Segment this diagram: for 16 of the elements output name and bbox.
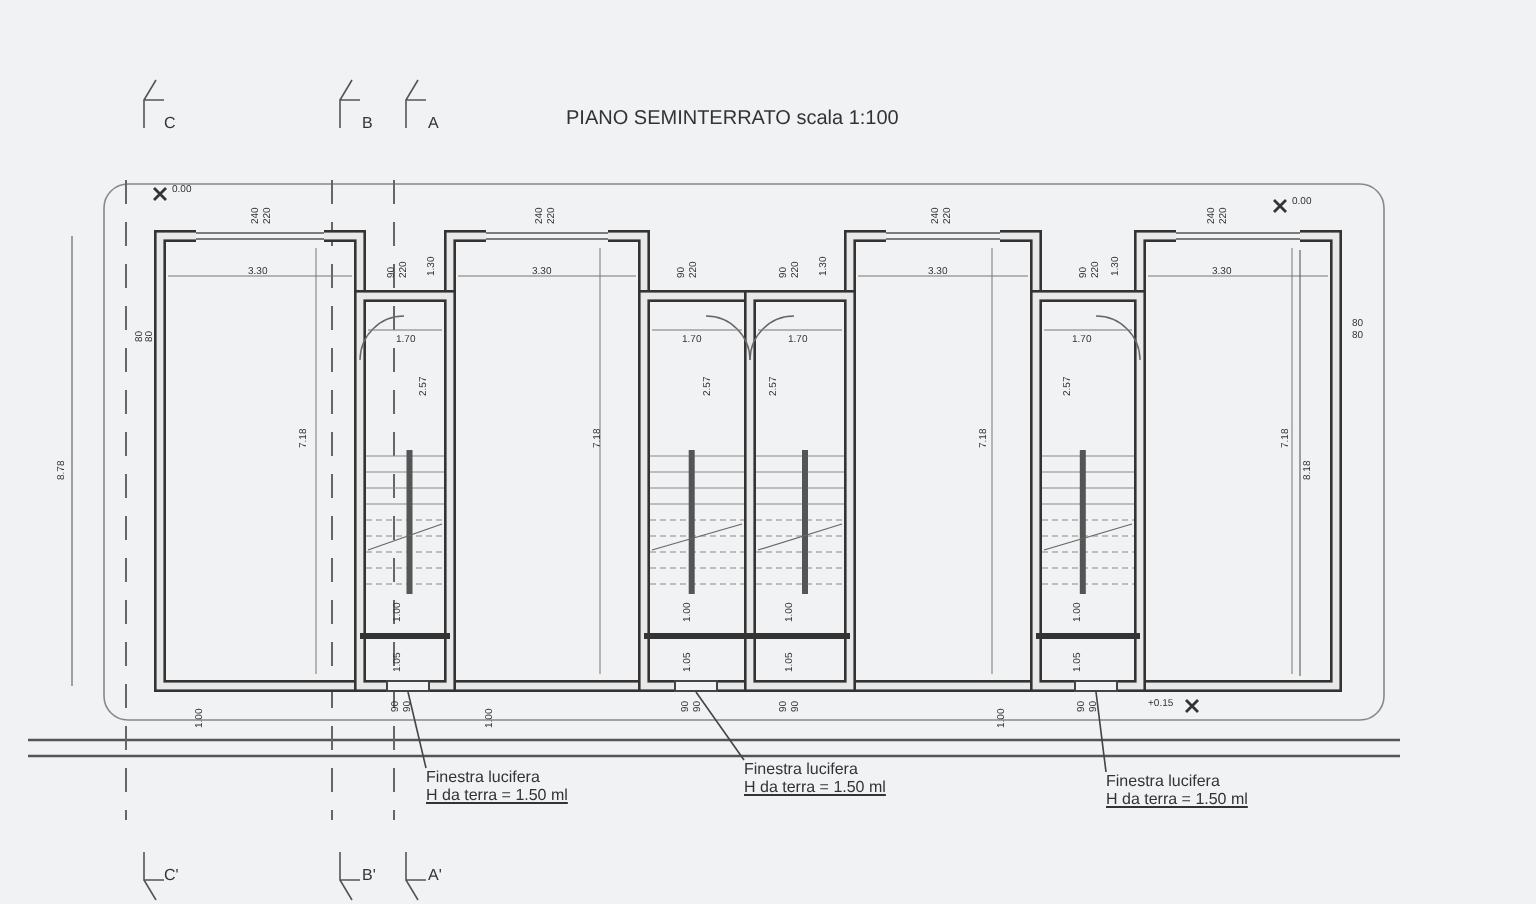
window-opening (674, 680, 718, 692)
leader-line (407, 691, 427, 769)
section-marker-label: C' (164, 868, 179, 884)
window-opening (386, 680, 430, 692)
section-marker-label: A' (428, 868, 442, 884)
plan-title: PIANO SEMINTERRATO scala 1:100 (566, 110, 899, 130)
leader-line (1095, 691, 1107, 773)
leader-line (695, 691, 745, 761)
section-marker-label: B (362, 116, 373, 132)
section-marker-label: C (164, 116, 176, 132)
window-note: Finestra lucifera H da terra = 1.50 ml (1106, 772, 1248, 809)
window-note: Finestra lucifera H da terra = 1.50 ml (744, 760, 886, 797)
section-marker-label: B' (362, 868, 376, 884)
window-opening (1074, 680, 1118, 692)
section-marker-label: A (428, 116, 439, 132)
window-note: Finestra lucifera H da terra = 1.50 ml (426, 768, 568, 805)
